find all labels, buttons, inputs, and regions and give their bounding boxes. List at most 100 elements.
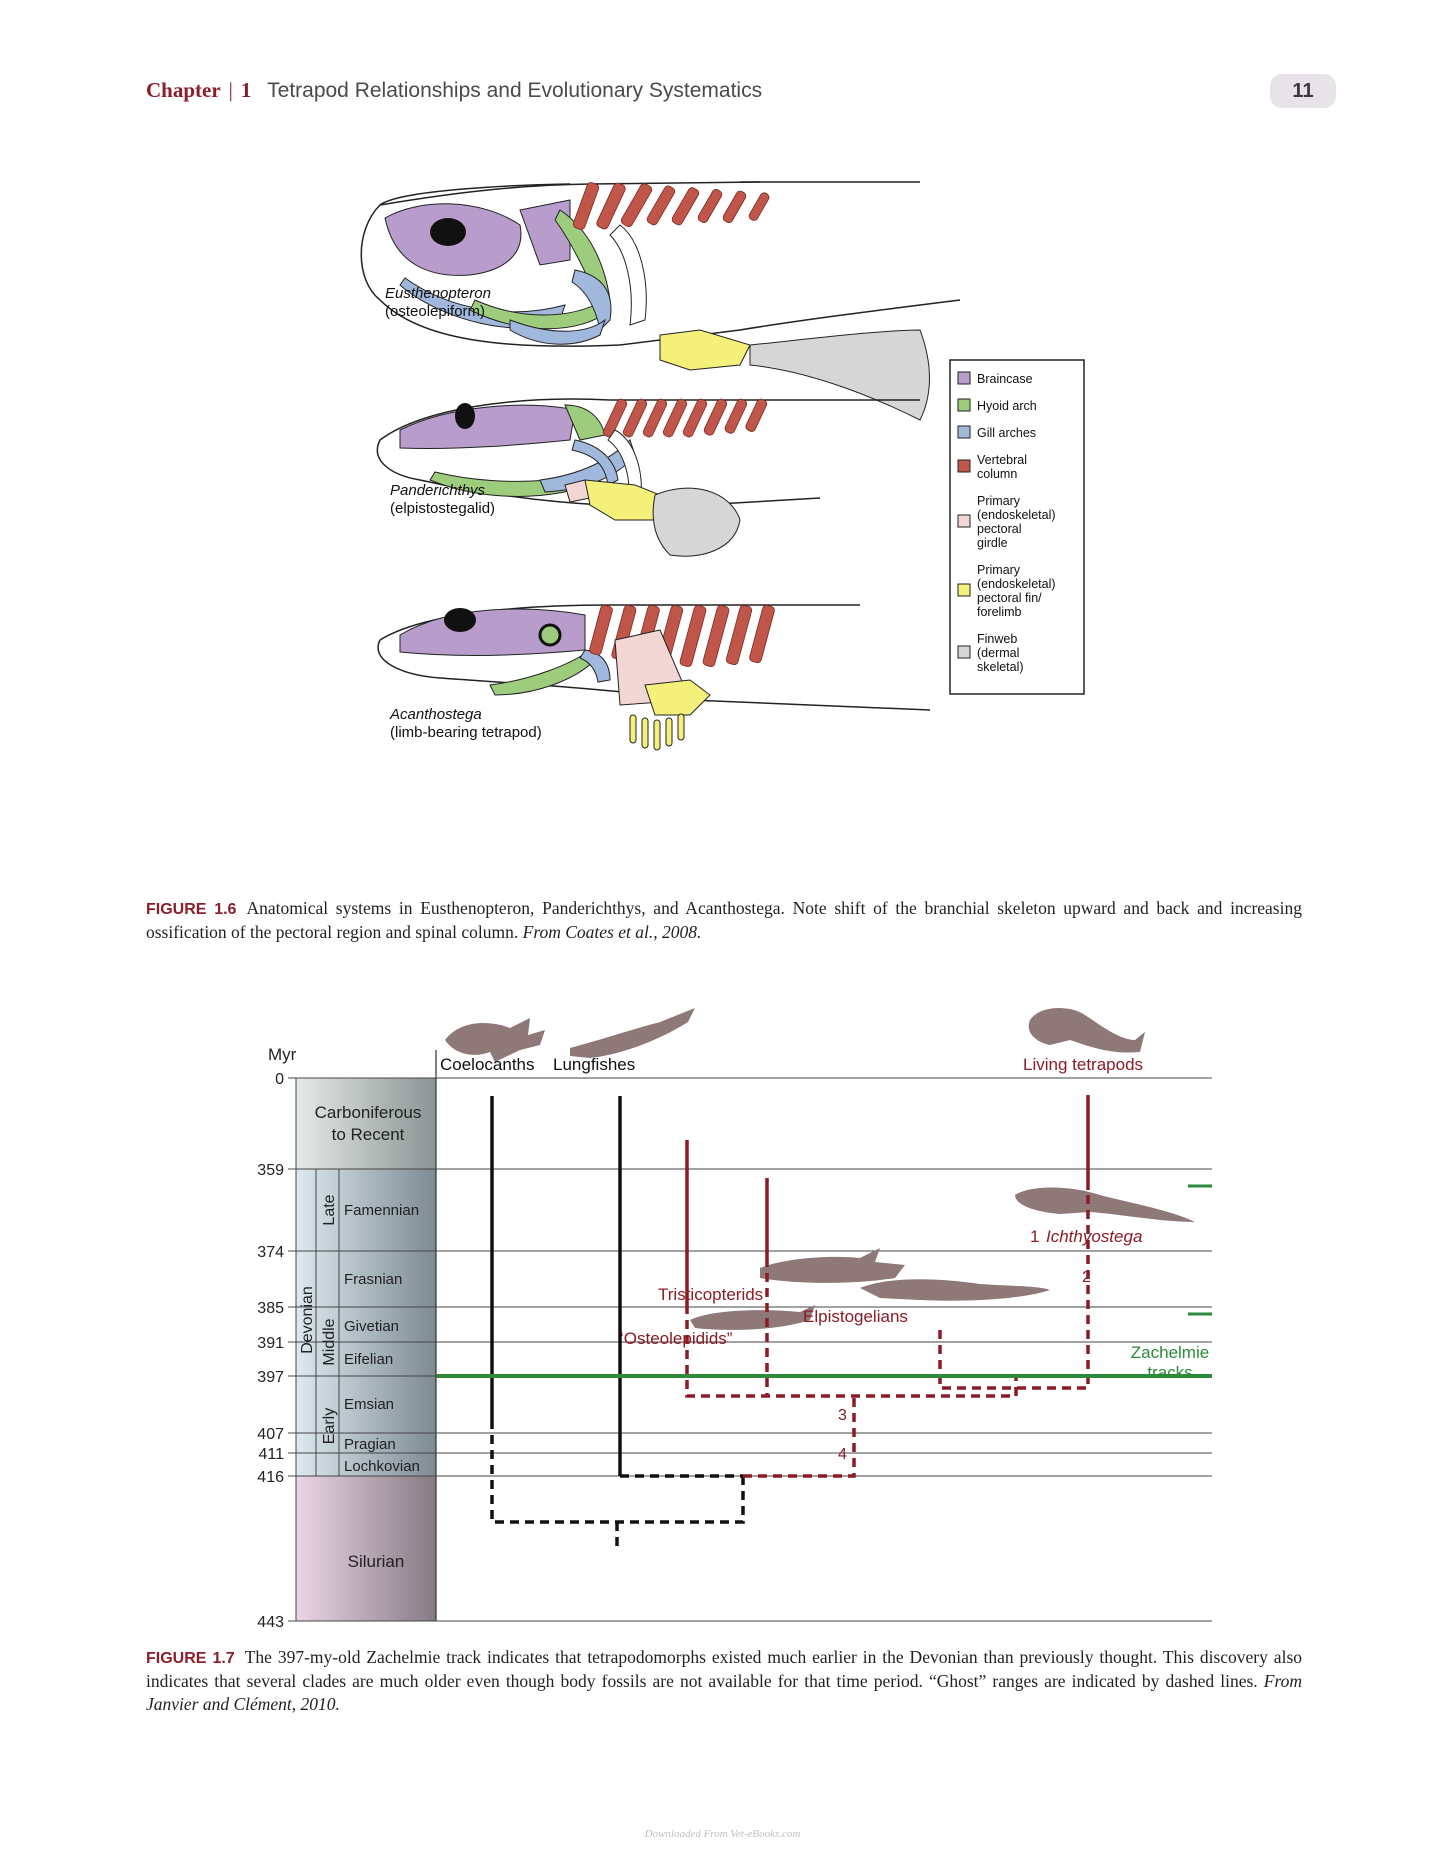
figure-1-7-label: FIGURE 1.7 (146, 1650, 235, 1667)
tristicopterid-silhouette (760, 1248, 905, 1283)
tick-407: 407 (257, 1426, 284, 1443)
taxon-silhouettes (445, 1008, 1195, 1330)
legend-label-3-line-1: Gill arches (977, 426, 1036, 440)
stage-famennian: Famennian (344, 1202, 419, 1219)
tick-385: 385 (257, 1300, 284, 1317)
legend-label-5-line-2: (endoskeletal) (977, 508, 1056, 522)
legend-frame (949, 359, 1085, 695)
specimen-3-group: (limb-bearing tetrapod) (390, 724, 542, 741)
specimen-2-group: (elpistostegalid) (390, 500, 495, 517)
node-4: 4 (838, 1446, 847, 1463)
legend-swatch-2 (957, 398, 971, 412)
figure-1-6: Eusthenopteron (osteolepiform) Panderich… (360, 181, 1085, 751)
legend-label-7-line-3: skeletal) (977, 660, 1024, 674)
figure-1-6-source: From Coates et al., 2008. (522, 922, 702, 942)
figure-1-7: Myr 0 359 374 385 391 397 407 411 416 44… (257, 1008, 1212, 1631)
download-footer: Downloaded From Vet-eBooks.com (644, 1828, 801, 1840)
legend-swatch-5 (957, 514, 971, 528)
legend-label-2-line-1: Hyoid arch (977, 399, 1037, 413)
label-elpistogelians: Elpistogelians (803, 1307, 908, 1326)
period-devonian: Devonian (299, 1286, 316, 1354)
header-separator: | (228, 78, 233, 102)
ghost-coelacanth (490, 1420, 745, 1524)
stage-lochkovian: Lochkovian (344, 1458, 420, 1475)
tick-0: 0 (275, 1071, 284, 1088)
stage-emsian: Emsian (344, 1396, 394, 1413)
chapter-number: 1 (240, 78, 252, 102)
specimen-1-group: (osteolepiform) (385, 303, 485, 320)
specimen-3-name: Acanthostega (389, 706, 482, 723)
stage-frasnian: Frasnian (344, 1271, 402, 1288)
label-coelacanths: Coelocanths (440, 1055, 535, 1074)
tick-411: 411 (258, 1446, 284, 1463)
figure-1-7-caption-text: The 397-my-old Zachelmie track indicates… (146, 1647, 1302, 1691)
ghost-node-3 (685, 1305, 1018, 1398)
legend-swatch-7 (957, 645, 971, 659)
stage-pragian: Pragian (344, 1436, 396, 1453)
specimen-1-name: Eusthenopteron (385, 285, 491, 302)
legend-swatch-6 (957, 583, 971, 597)
legend-swatch-4 (957, 459, 971, 473)
label-zachelmie-line2: tracks (1147, 1363, 1192, 1382)
elpistogelian-silhouette (860, 1279, 1050, 1301)
stage-eifelian: Eifelian (344, 1351, 393, 1368)
figure-1-6-label: FIGURE 1.6 (146, 901, 237, 918)
legend-label-6-line-2: (endoskeletal) (977, 577, 1056, 591)
eusthenopteron-drawing (360, 181, 961, 421)
tick-443: 443 (257, 1614, 284, 1631)
stage-givetian: Givetian (344, 1318, 399, 1335)
legend-label-6-line-4: forelimb (977, 605, 1022, 619)
figure-1-6-caption-text: Anatomical systems in Eusthenopteron, Pa… (146, 898, 1302, 942)
epoch-early: Early (321, 1408, 338, 1444)
ichthyostega-silhouette (1015, 1187, 1195, 1222)
figure-1-7-source: From Janvier and Clément, 2010. (146, 1671, 1303, 1714)
axis-label-myr: Myr (268, 1045, 297, 1064)
page-number: 11 (1270, 74, 1336, 108)
legend-label-4-line-2: column (977, 467, 1017, 481)
label-ichthyostega: Ichthyostega (1046, 1227, 1142, 1246)
node-3: 3 (838, 1407, 847, 1424)
node-2: 2 (1082, 1269, 1091, 1286)
epoch-middle: Middle (321, 1318, 338, 1365)
carboniferous-band (296, 1078, 436, 1169)
chapter-title: Tetrapod Relationships and Evolutionary … (267, 79, 763, 102)
legend-label-7-line-2: (dermal (977, 646, 1019, 660)
legend-label-1-line-1: Braincase (977, 372, 1033, 386)
label-zachelmie-line1: Zachelmie (1131, 1343, 1209, 1362)
legend-label-5-line-1: Primary (977, 494, 1021, 508)
tick-397: 397 (257, 1369, 284, 1386)
silurian-band (296, 1476, 436, 1621)
label-ichthyostega-number: 1 (1030, 1227, 1039, 1246)
label-lungfishes: Lungfishes (553, 1055, 635, 1074)
ghost-elpistogelian (938, 1190, 1090, 1390)
tick-416: 416 (257, 1469, 284, 1486)
tick-391: 391 (257, 1335, 284, 1352)
acanthostega-drawing (377, 604, 931, 751)
label-osteolepidids: ‘Osteolepidids” (620, 1329, 733, 1348)
devonian-band (296, 1169, 436, 1476)
coelacanth-silhouette (445, 1018, 545, 1062)
osteolepidid-silhouette (690, 1305, 815, 1330)
legend-swatch-3 (957, 425, 971, 439)
legend-label-6-line-1: Primary (977, 563, 1021, 577)
legend-label-6-line-3: pectoral fin/ (977, 591, 1042, 605)
panderichthys-drawing (376, 398, 920, 557)
legend-label-5-line-3: pectoral (977, 522, 1021, 536)
running-header: Chapter|1 Tetrapod Relationships and Evo… (146, 78, 762, 103)
ghost-node-4 (743, 1396, 856, 1478)
tick-374: 374 (257, 1244, 284, 1261)
living-tetrapod-silhouette (1028, 1008, 1145, 1053)
tick-359: 359 (257, 1162, 284, 1179)
lungfish-silhouette (570, 1008, 695, 1058)
legend-swatch-1 (957, 371, 971, 385)
label-tristicopterids: Tristicopterids (658, 1285, 763, 1304)
epoch-late: Late (321, 1194, 338, 1225)
period-carboniferous-line1: Carboniferous (315, 1103, 422, 1122)
legend-label-5-line-4: girdle (977, 536, 1008, 550)
label-living-tetrapods: Living tetrapods (1023, 1055, 1143, 1074)
period-carboniferous-line2: to Recent (332, 1125, 405, 1144)
specimen-2-name: Panderichthys (390, 482, 486, 499)
